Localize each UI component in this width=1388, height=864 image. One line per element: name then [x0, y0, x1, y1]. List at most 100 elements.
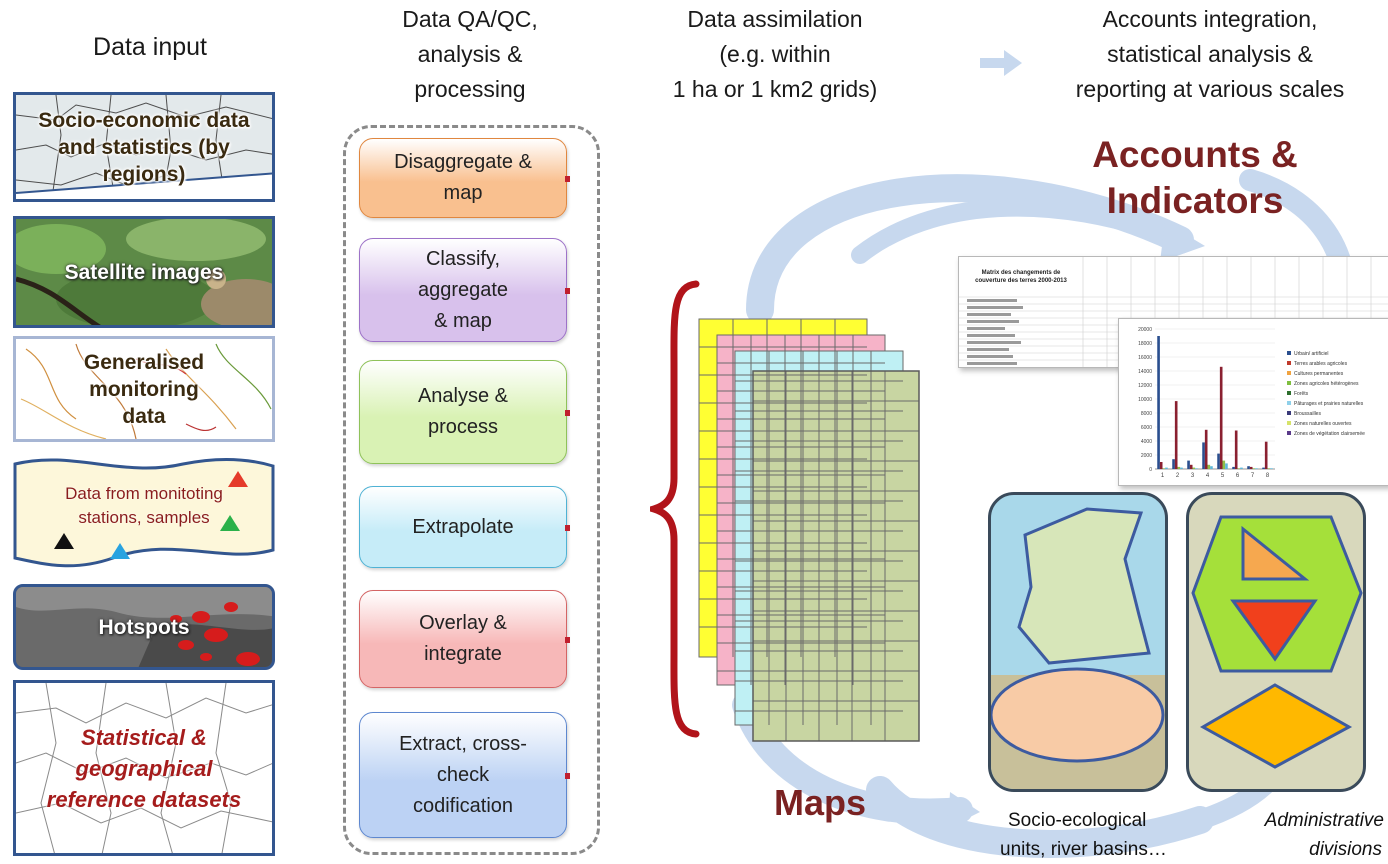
step-extract-line-1: Extract, cross-: [399, 732, 527, 755]
step-classify-line-1: Classify,: [425, 247, 501, 270]
chart-legend-label: Zones de végétation clairsemée: [1294, 431, 1365, 437]
chart-bar: [1247, 466, 1250, 469]
chart-x-tick-label: 6: [1236, 473, 1240, 479]
step-connector-marker: [565, 525, 570, 532]
step-extrapolate-text: Extrapolate: [412, 515, 514, 538]
chart-bar: [1195, 468, 1198, 469]
chart-bar: [1252, 468, 1256, 469]
chart-bar: [1217, 453, 1220, 469]
administrative-caption-line-1: Administrative: [1264, 810, 1384, 831]
step-analyse: Analyse & process: [359, 360, 570, 464]
chart-y-tick-label: 10000: [1138, 397, 1152, 403]
boundary-map-icon: [16, 683, 272, 853]
input-monitoring-line-1: Generalised: [83, 350, 205, 374]
chart-x-tick-label: 5: [1221, 473, 1225, 479]
step-extract-line-2: check: [436, 763, 490, 786]
socio-ecological-caption-line-2: units, river basins…: [1000, 839, 1167, 860]
input-stations-line-1: Data from monitoting: [65, 484, 223, 503]
administrative-panel: [1186, 492, 1366, 792]
input-reference-line-2: geographical: [75, 755, 213, 781]
chart-bar: [1157, 336, 1160, 469]
chart-bar: [1262, 467, 1265, 469]
input-reference-datasets: Statistical & geographical reference dat…: [13, 680, 275, 856]
step-extrapolate: Extrapolate: [359, 486, 570, 568]
chart-bar: [1187, 460, 1190, 469]
chart-bar: [1174, 401, 1178, 469]
step-analyse-text: Analyse & process: [418, 381, 508, 443]
socio-ecological-caption-line-1: Socio-ecological: [1008, 810, 1147, 831]
region-map-icon: [16, 95, 272, 199]
matrix-table-title: Matrix des changements de couverture des…: [963, 269, 1079, 285]
chart-y-tick-label: 20000: [1138, 327, 1152, 333]
chart-y-tick-label: 6000: [1141, 425, 1152, 431]
administrative-caption-line-2: divisions: [1309, 839, 1382, 860]
administrative-caption: Administrative divisions: [1218, 806, 1384, 864]
step-disaggregate-line-2: map: [443, 182, 483, 204]
chart-legend-label: Zones naturelles ouvertes: [1294, 421, 1352, 427]
step-connector-marker: [565, 287, 570, 294]
chart-bar: [1165, 467, 1168, 469]
step-disaggregate-line-1: Disaggregate &: [394, 151, 532, 173]
chart-legend-label: Pâturages et prairies naturelles: [1294, 401, 1364, 407]
chart-bar: [1180, 467, 1183, 469]
chart-legend-label: Forêts: [1294, 391, 1309, 397]
green-triangle-marker-icon: [220, 515, 240, 531]
header-assimilation-line-2: (e.g. within: [719, 41, 831, 67]
step-extract-text: Extract, cross- check codification: [399, 729, 527, 822]
step-disaggregate-text: Disaggregate & map: [394, 147, 532, 209]
chart-y-tick-label: 2000: [1141, 453, 1152, 459]
chart-legend-label: Cultures permanentes: [1294, 371, 1344, 377]
chart-legend-swatch: [1287, 391, 1291, 395]
bar-chart-svg: 2000018000160001400012000100008000600040…: [1138, 327, 1365, 479]
chart-legend-swatch: [1287, 431, 1291, 435]
chart-x-tick-label: 1: [1161, 473, 1165, 479]
header-data-input-text: Data input: [93, 33, 207, 61]
chart-bar: [1255, 468, 1258, 469]
socio-ecological-caption: Socio-ecological units, river basins…: [1000, 806, 1220, 864]
chart-legend-label: Urbain/ artificiel: [1294, 351, 1328, 357]
chart-y-tick-label: 8000: [1141, 411, 1152, 417]
input-reference-line-1: Statistical &: [81, 724, 207, 750]
header-qaqc-line-3: processing: [414, 76, 526, 102]
step-connector-marker: [565, 176, 570, 183]
input-stations: Data from monitoting stations, samples: [13, 454, 275, 572]
input-reference-line-3: reference datasets: [46, 786, 242, 812]
input-stations-line-2: stations, samples: [78, 508, 210, 527]
input-hotspots: Hotspots: [13, 584, 275, 670]
processing-frame: [343, 125, 600, 855]
step-classify-line-3: & map: [434, 309, 492, 332]
header-arrow-icon: [980, 50, 1022, 76]
chart-bar: [1219, 366, 1223, 469]
step-disaggregate: Disaggregate & map: [359, 138, 570, 218]
chart-x-tick-label: 8: [1266, 473, 1270, 479]
socio-ecological-shapes: [991, 507, 1165, 789]
chart-x-tick-label: 4: [1206, 473, 1210, 479]
chart-y-tick-label: 16000: [1138, 355, 1152, 361]
input-generalised-monitoring: Generalised monitoring data: [13, 336, 275, 442]
step-connector-marker: [565, 409, 570, 416]
chart-y-tick-label: 12000: [1138, 383, 1152, 389]
header-accounts-line-1: Accounts integration,: [1102, 6, 1318, 32]
chart-legend-swatch: [1287, 381, 1291, 385]
accounts-title: Accounts & Indicators: [1050, 132, 1340, 224]
step-overlay-line-2: integrate: [424, 643, 502, 665]
header-qaqc-line-2: analysis &: [417, 41, 523, 67]
chart-bar: [1202, 442, 1205, 469]
chart-bar: [1172, 459, 1175, 469]
chart-bar: [1234, 430, 1238, 469]
input-socio-economic-line-1: Socio-economic data: [38, 108, 250, 132]
chart-bar: [1270, 468, 1273, 469]
step-extract-line-3: codification: [412, 794, 514, 817]
chart-legend-swatch: [1287, 411, 1291, 415]
chart-bar: [1240, 467, 1243, 469]
chart-bar: [1264, 441, 1268, 469]
step-overlay-line-1: Overlay &: [419, 612, 507, 634]
chart-bar: [1192, 467, 1196, 469]
step-classify-text: Classify, aggregate & map: [418, 244, 508, 337]
chart-x-tick-label: 7: [1251, 473, 1255, 479]
header-accounts-line-2: statistical analysis &: [1107, 41, 1313, 67]
step-classify-line-2: aggregate: [417, 278, 509, 301]
chart-x-tick-label: 2: [1176, 473, 1180, 479]
chart-bar: [1222, 460, 1226, 469]
